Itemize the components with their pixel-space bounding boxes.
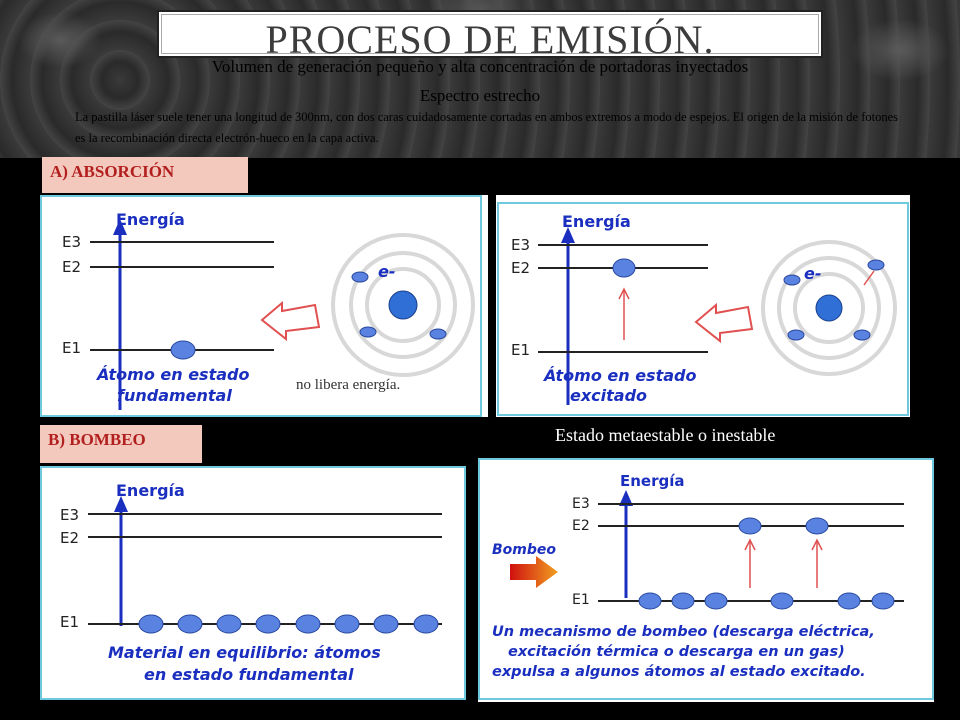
electron	[704, 592, 728, 610]
subtitle-line-2: Espectro estrecho	[419, 86, 541, 105]
level-e2-label: E2	[60, 529, 79, 547]
caption-line-2: excitación térmica o descarga en un gas)	[508, 644, 845, 660]
energy-axis-arrowhead	[113, 219, 127, 235]
electron	[413, 614, 439, 634]
electron	[638, 592, 662, 610]
middle-orbit	[349, 251, 457, 359]
caption-line-1: Material en equilibrio: átomos	[108, 643, 381, 662]
energy-axis-arrowhead	[619, 490, 633, 506]
page-title: PROCESO DE EMISIÓN.	[265, 17, 715, 62]
pump-equilibrium-panel: Energía E3 E2 E1 Material en equilibrio:…	[40, 466, 466, 700]
pump-label: Bombeo	[492, 542, 556, 558]
section-b-label: B) BOMBEO	[40, 425, 202, 463]
electron	[334, 614, 360, 634]
hollow-arrow-icon	[260, 300, 321, 342]
panel-border	[478, 458, 934, 700]
electron	[770, 592, 794, 610]
level-e3-label: E3	[511, 236, 530, 254]
excitation-arrowhead	[618, 287, 630, 300]
orbit-electron	[429, 328, 447, 340]
orbit-electron	[787, 329, 805, 341]
absorption-ground-panel: Energía E3 E2 E1 Átomo en estado fundame…	[40, 195, 488, 417]
caption-line-1: Un mecanismo de bombeo (descarga eléctri…	[492, 624, 875, 640]
level-e1-label: E1	[62, 339, 81, 357]
electron	[177, 614, 203, 634]
level-e3-label: E3	[62, 233, 81, 251]
excited-electron	[738, 517, 762, 535]
electron	[255, 614, 281, 634]
hollow-arrow-icon	[694, 302, 754, 344]
outer-orbit	[331, 233, 475, 377]
caption-line-2: fundamental	[117, 386, 232, 405]
pump-excitation-arrowhead	[744, 538, 756, 551]
orbit-electron	[853, 329, 871, 341]
energy-label: Energía	[116, 481, 185, 500]
electron	[871, 592, 895, 610]
level-e3-label: E3	[572, 496, 590, 512]
ground-electrons	[138, 614, 439, 634]
electron-excited	[612, 258, 636, 278]
electron	[373, 614, 399, 634]
atom-electron-label: e-	[804, 264, 822, 283]
metastable-caption: Estado metaestable o inestable	[555, 425, 776, 445]
level-e1-label: E1	[511, 341, 530, 359]
caption-line-3: expulsa a algunos átomos al estado excit…	[492, 664, 866, 680]
level-e2-label: E2	[511, 259, 530, 277]
electron-ground	[170, 340, 196, 360]
caption-line-2: excitado	[570, 386, 647, 405]
caption-line-2: en estado fundamental	[144, 665, 354, 684]
energy-label: Energía	[562, 212, 631, 231]
electron	[295, 614, 321, 634]
energy-axis-arrowhead	[561, 227, 575, 243]
description-text: La pastilla láser suele tener una longit…	[75, 110, 899, 145]
caption-line-1: Átomo en estado	[542, 366, 696, 385]
orbit-electron-excited	[867, 259, 885, 271]
electron	[837, 592, 861, 610]
caption-line-1: Átomo en estado	[95, 365, 249, 384]
level-e3-label: E3	[60, 506, 79, 524]
no-energy-note: no libera energía.	[296, 377, 400, 393]
absorption-ground-diagram: Energía E3 E2 E1 Átomo en estado fundame…	[40, 195, 482, 417]
energy-label: Energía	[620, 472, 685, 490]
excited-electron	[805, 517, 829, 535]
inner-orbit	[365, 267, 441, 343]
section-a-label: A) ABSORCIÓN	[42, 157, 248, 193]
energy-axis-arrowhead	[114, 496, 128, 512]
subtitle-line-1: Volumen de generación pequeño y alta con…	[211, 57, 749, 76]
level-e2-label: E2	[572, 518, 590, 534]
electron	[671, 592, 695, 610]
level-e1-label: E1	[572, 592, 590, 608]
panel-border	[40, 466, 466, 700]
absorption-excited-panel: Energía E3 E2 E1 Átomo en estado excitad…	[496, 195, 910, 417]
energy-label: Energía	[116, 210, 185, 229]
pump-equilibrium-diagram: Energía E3 E2 E1 Material en equilibrio:…	[40, 466, 466, 700]
middle-orbit	[777, 256, 881, 360]
level-e2-label: E2	[62, 258, 81, 276]
level-e1-label: E1	[60, 613, 79, 631]
outer-orbit	[761, 240, 897, 376]
orbit-electron	[359, 326, 377, 338]
pump-excited-diagram: Energía E3 E2 E1 Bombeo Un mecanismo	[478, 458, 934, 700]
nucleus	[388, 290, 418, 320]
electron	[138, 614, 164, 634]
ground-electrons	[638, 592, 895, 610]
pump-excited-panel: Energía E3 E2 E1 Bombeo Un mecanismo	[478, 458, 934, 702]
pump-excitation-arrowhead	[811, 538, 823, 551]
inner-orbit	[793, 272, 865, 344]
pump-arrow-icon	[510, 556, 558, 588]
electron	[216, 614, 242, 634]
orbit-electron	[351, 271, 369, 283]
absorption-excited-diagram: Energía E3 E2 E1 Átomo en estado excitad…	[497, 202, 909, 416]
title-box: PROCESO DE EMISIÓN.	[157, 10, 823, 62]
nucleus	[815, 294, 843, 322]
orbit-jump-arrow	[863, 270, 875, 286]
atom-electron-label: e-	[378, 262, 396, 281]
orbit-electron	[783, 274, 801, 286]
